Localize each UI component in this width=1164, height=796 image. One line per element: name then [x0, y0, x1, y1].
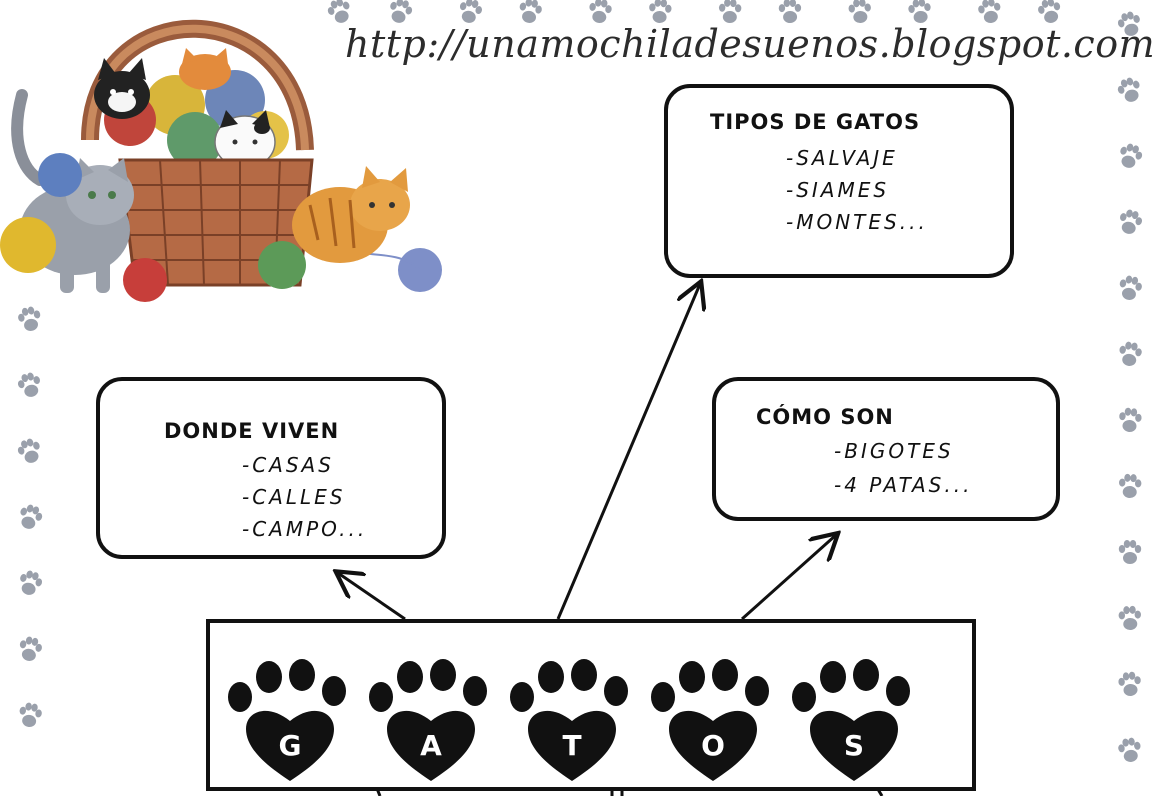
box-title: CÓMO SON [756, 405, 894, 429]
paw-letter-g: G [228, 659, 346, 781]
paw-print-icon [15, 502, 45, 533]
list-item: -CALLES [242, 485, 346, 509]
box-tipos-de-gatos: TIPOS DE GATOS -SALVAJE -SIAMES -MONTES.… [664, 84, 1014, 278]
paw-letter-text: A [420, 729, 442, 762]
paw-letter-t: T [510, 659, 628, 781]
paw-print-icon [1117, 670, 1143, 698]
paw-print-icon [1116, 207, 1145, 237]
paw-toe [853, 659, 879, 691]
box-title: TIPOS DE GATOS [710, 110, 921, 134]
paw-print-icon [16, 634, 44, 664]
paw-toe [430, 659, 456, 691]
heart-pad-icon [528, 710, 616, 781]
paw-toe [820, 661, 846, 693]
paw-print-icon [587, 0, 613, 25]
paw-print-icon [907, 0, 933, 25]
paw-toe [369, 682, 393, 712]
paw-print-icon [16, 568, 45, 598]
paw-toe [228, 682, 252, 712]
heart-pad-icon [387, 710, 475, 781]
paw-print-icon [647, 0, 673, 24]
paw-print-icon [718, 0, 742, 24]
paw-letter-s: S [792, 659, 910, 781]
paw-print-icon [1116, 736, 1143, 764]
heart-pad-icon [669, 710, 757, 781]
arrow-to-como [741, 535, 836, 621]
paw-print-icon [15, 370, 44, 400]
paw-print-icon [17, 701, 44, 729]
list-item: -4 PATAS... [834, 473, 973, 497]
paw-print-icon [778, 0, 802, 24]
heart-pad-icon [810, 710, 898, 781]
paw-toe [679, 661, 705, 693]
paw-toe [397, 661, 423, 693]
list-item: -CASAS [242, 453, 334, 477]
paw-print-icon [1118, 473, 1142, 499]
paw-toe [463, 676, 487, 706]
paw-letter-text: T [562, 729, 581, 762]
cats-basket-illustration [0, 19, 442, 302]
paw-toe [510, 682, 534, 712]
paw-toe [571, 659, 597, 691]
paw-print-icon [1117, 340, 1144, 368]
box-title: DONDE VIVEN [164, 419, 340, 443]
paw-letter-text: S [844, 729, 864, 762]
arrow-to-donde [338, 573, 406, 621]
paw-toe [256, 661, 282, 693]
list-item: -CAMPO... [242, 517, 368, 541]
paw-print-icon [15, 436, 45, 466]
paw-toe [538, 661, 564, 693]
paw-print-icon [1118, 605, 1142, 631]
paw-toe [792, 682, 816, 712]
paw-toe [651, 682, 675, 712]
box-donde-viven: DONDE VIVEN -CASAS -CALLES -CAMPO... [96, 377, 446, 559]
paw-letter-o: O [651, 659, 769, 781]
paw-letter-text: G [279, 729, 302, 762]
arrow-to-tipos [556, 284, 700, 620]
paw-print-icon [1115, 75, 1145, 106]
paw-letter-text: O [701, 729, 725, 762]
box-como-son: CÓMO SON -BIGOTES -4 PATAS... [712, 377, 1060, 521]
paw-toe [712, 659, 738, 691]
paw-print-icon [16, 304, 44, 334]
blog-url-text: http://unamochiladesuenos.blogspot.com [345, 22, 1156, 66]
paw-print-icon [847, 0, 872, 24]
list-item: -SALVAJE [786, 146, 898, 170]
paw-print-icon [1118, 540, 1142, 564]
paw-print-icon [1117, 406, 1143, 434]
paw-letter-a: A [369, 659, 487, 781]
paw-toe [886, 676, 910, 706]
paw-print-icon [1116, 273, 1144, 303]
paw-toe [745, 676, 769, 706]
heart-pad-icon [246, 710, 334, 781]
list-item: -BIGOTES [834, 439, 954, 463]
list-item: -MONTES... [786, 210, 928, 234]
list-item: -SIAMES [786, 178, 890, 202]
paw-toe [322, 676, 346, 706]
paw-toe [604, 676, 628, 706]
paw-print-icon [1115, 141, 1145, 171]
paw-toe [289, 659, 315, 691]
